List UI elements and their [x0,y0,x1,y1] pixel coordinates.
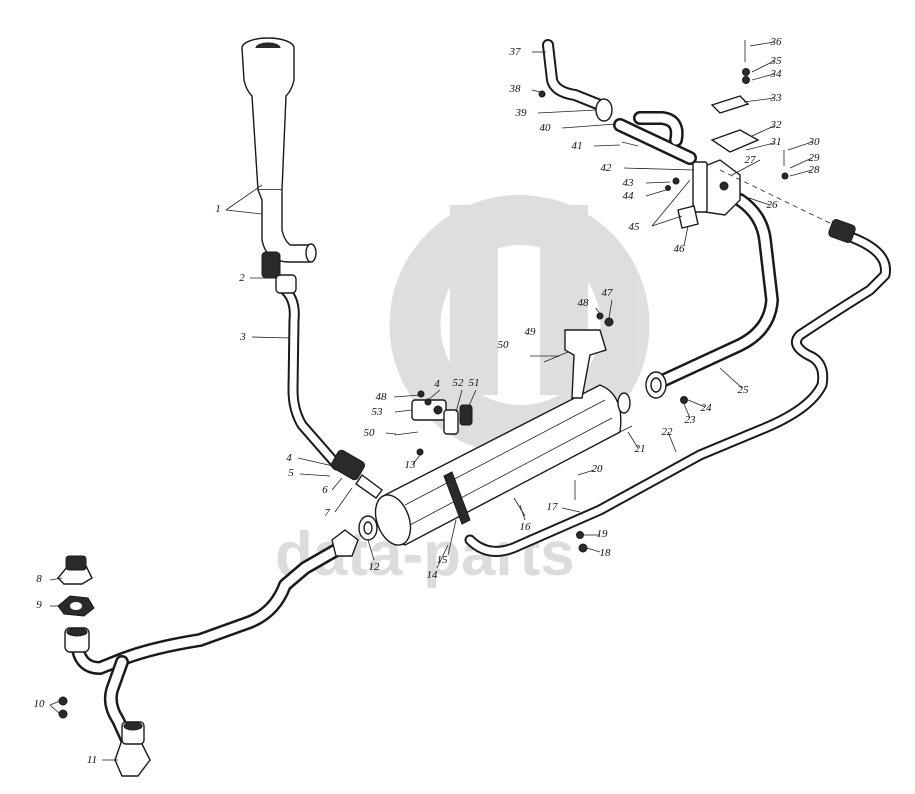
callout-label: 19 [597,528,609,540]
callout-label: 27 [745,154,757,166]
callout-label: 12 [369,561,381,573]
callout-label: 22 [662,426,674,438]
callout-label: 36 [770,36,783,48]
callout-label: 26 [767,199,779,211]
callout-label: 13 [405,459,417,471]
callout-label: 3 [239,331,246,343]
callout-label: 49 [525,326,537,338]
callout-label: 2 [239,272,245,284]
callout-label: 11 [87,754,97,766]
callout-label: 37 [509,46,522,58]
callout-label: 4 [286,452,292,464]
callout-label: 46 [674,243,686,255]
callout-label: 50 [364,427,376,439]
callout-label: 34 [770,68,783,80]
callout-label: 29 [809,152,821,164]
filler-neck [241,37,317,263]
callout-label: 28 [809,164,821,176]
bracket-32 [710,129,760,153]
callout-label: 33 [770,92,783,104]
plate-33 [710,95,750,114]
callout-label: 7 [324,507,330,519]
callout-label: 18 [600,547,612,559]
assembly-axis-line [719,169,841,229]
muffler [374,384,631,546]
callout-label: 31 [770,136,782,148]
manifold-flange-11 [114,721,151,777]
pipe-end-coupling-6 [828,219,856,243]
callout-label: 17 [547,501,559,513]
callout-label: 4 [434,378,440,390]
coupling-2 [261,251,297,294]
clip-46 [677,205,699,229]
manifold-inlet-9 [64,627,90,653]
callout-label: 45 [629,221,641,233]
bracket-53 [411,399,473,435]
callout-label: 23 [685,414,697,426]
callout-label: 8 [36,573,42,585]
nuts-10 [58,696,68,719]
manifold-flange-8 [57,555,93,585]
leader-lines [49,41,813,761]
callout-label: 21 [635,443,646,455]
flange-39 [595,98,613,122]
callout-label: 16 [520,521,532,533]
callout-label: 44 [623,190,635,202]
callout-label: 20 [592,463,604,475]
callout-label: 39 [515,107,528,119]
pipe-flange-front [331,529,359,557]
callout-label: 52 [453,377,465,389]
callout-label: 25 [738,384,750,396]
callout-label: 5 [288,467,294,479]
callout-label: 48 [578,297,590,309]
callout-label: 47 [602,287,614,299]
long-exhaust-pipe [464,229,891,557]
callout-label: 1 [215,203,221,215]
callout-label: 42 [601,162,613,174]
watermark-logo-bar [450,205,498,395]
callout-label: 30 [808,136,821,148]
callout-label: 6 [322,484,328,496]
callout-label: 43 [623,177,635,189]
manifold-flange-9 [57,595,95,617]
callout-label: 14 [427,569,439,581]
callout-label: 9 [36,599,42,611]
gasket-12 [358,515,378,541]
callout-label: 41 [572,140,583,152]
callout-label: 51 [469,377,480,389]
callout-label: 40 [540,122,552,134]
pipe-clamp-assembly [330,449,383,499]
part-number-callouts: 1234567891011121314151617181920212223242… [34,36,821,766]
callout-label: 50 [498,339,510,351]
callout-label: 24 [701,402,713,414]
callout-label: 35 [770,55,783,67]
strap-42 [692,161,708,213]
callout-label: 10 [34,698,46,710]
callout-label: 48 [376,391,388,403]
callout-label: 38 [509,83,522,95]
callout-label: 53 [372,406,384,418]
callout-label: 15 [437,554,449,566]
callout-label: 32 [770,119,783,131]
muffler-bracket [543,329,607,399]
pipes [71,39,891,749]
tailpipe-flange [645,371,667,399]
